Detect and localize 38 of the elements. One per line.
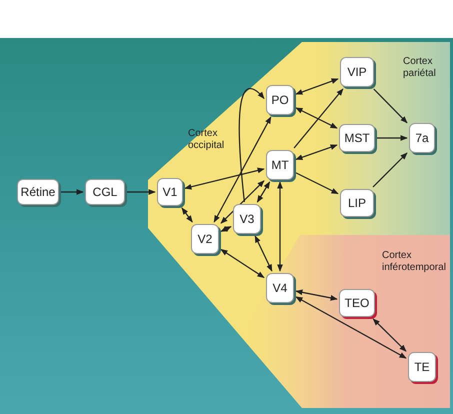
area-box: TE	[408, 352, 436, 382]
arrow	[254, 235, 272, 272]
area-box: 7a	[409, 123, 435, 153]
arrow	[295, 144, 338, 160]
arrow	[372, 152, 408, 188]
arrow	[184, 168, 265, 190]
arrow	[294, 88, 344, 148]
arrow	[295, 290, 338, 301]
area-box: V3	[233, 204, 261, 234]
arrow	[295, 296, 407, 359]
arrow	[295, 78, 339, 95]
arrow	[295, 107, 338, 129]
arrow	[214, 116, 272, 223]
area-box: V1	[157, 178, 183, 206]
arrow	[238, 88, 264, 202]
arrow	[127, 189, 156, 195]
region-label: Cortex pariétal	[403, 56, 437, 80]
area-box: MST	[339, 124, 375, 152]
area-box: LIP	[340, 189, 374, 217]
area-box: VIP	[340, 57, 374, 87]
area-box: V2	[191, 224, 219, 254]
arrow	[181, 207, 193, 223]
arrow	[256, 181, 270, 203]
arrow	[373, 88, 408, 124]
area-box: V4	[266, 273, 294, 303]
area-box: MT	[266, 150, 294, 180]
arrow	[61, 189, 84, 195]
arrow	[220, 226, 232, 232]
arrow	[372, 318, 407, 352]
area-box: Rétine	[17, 179, 59, 205]
arrow	[277, 181, 283, 272]
area-box: PO	[266, 85, 294, 115]
region-label: Cortex inférotemporal	[382, 250, 447, 274]
arrow	[296, 172, 339, 194]
arrow	[377, 135, 408, 141]
arrow	[220, 248, 265, 278]
area-box: TEO	[339, 289, 375, 317]
area-box: CGL	[85, 179, 125, 205]
